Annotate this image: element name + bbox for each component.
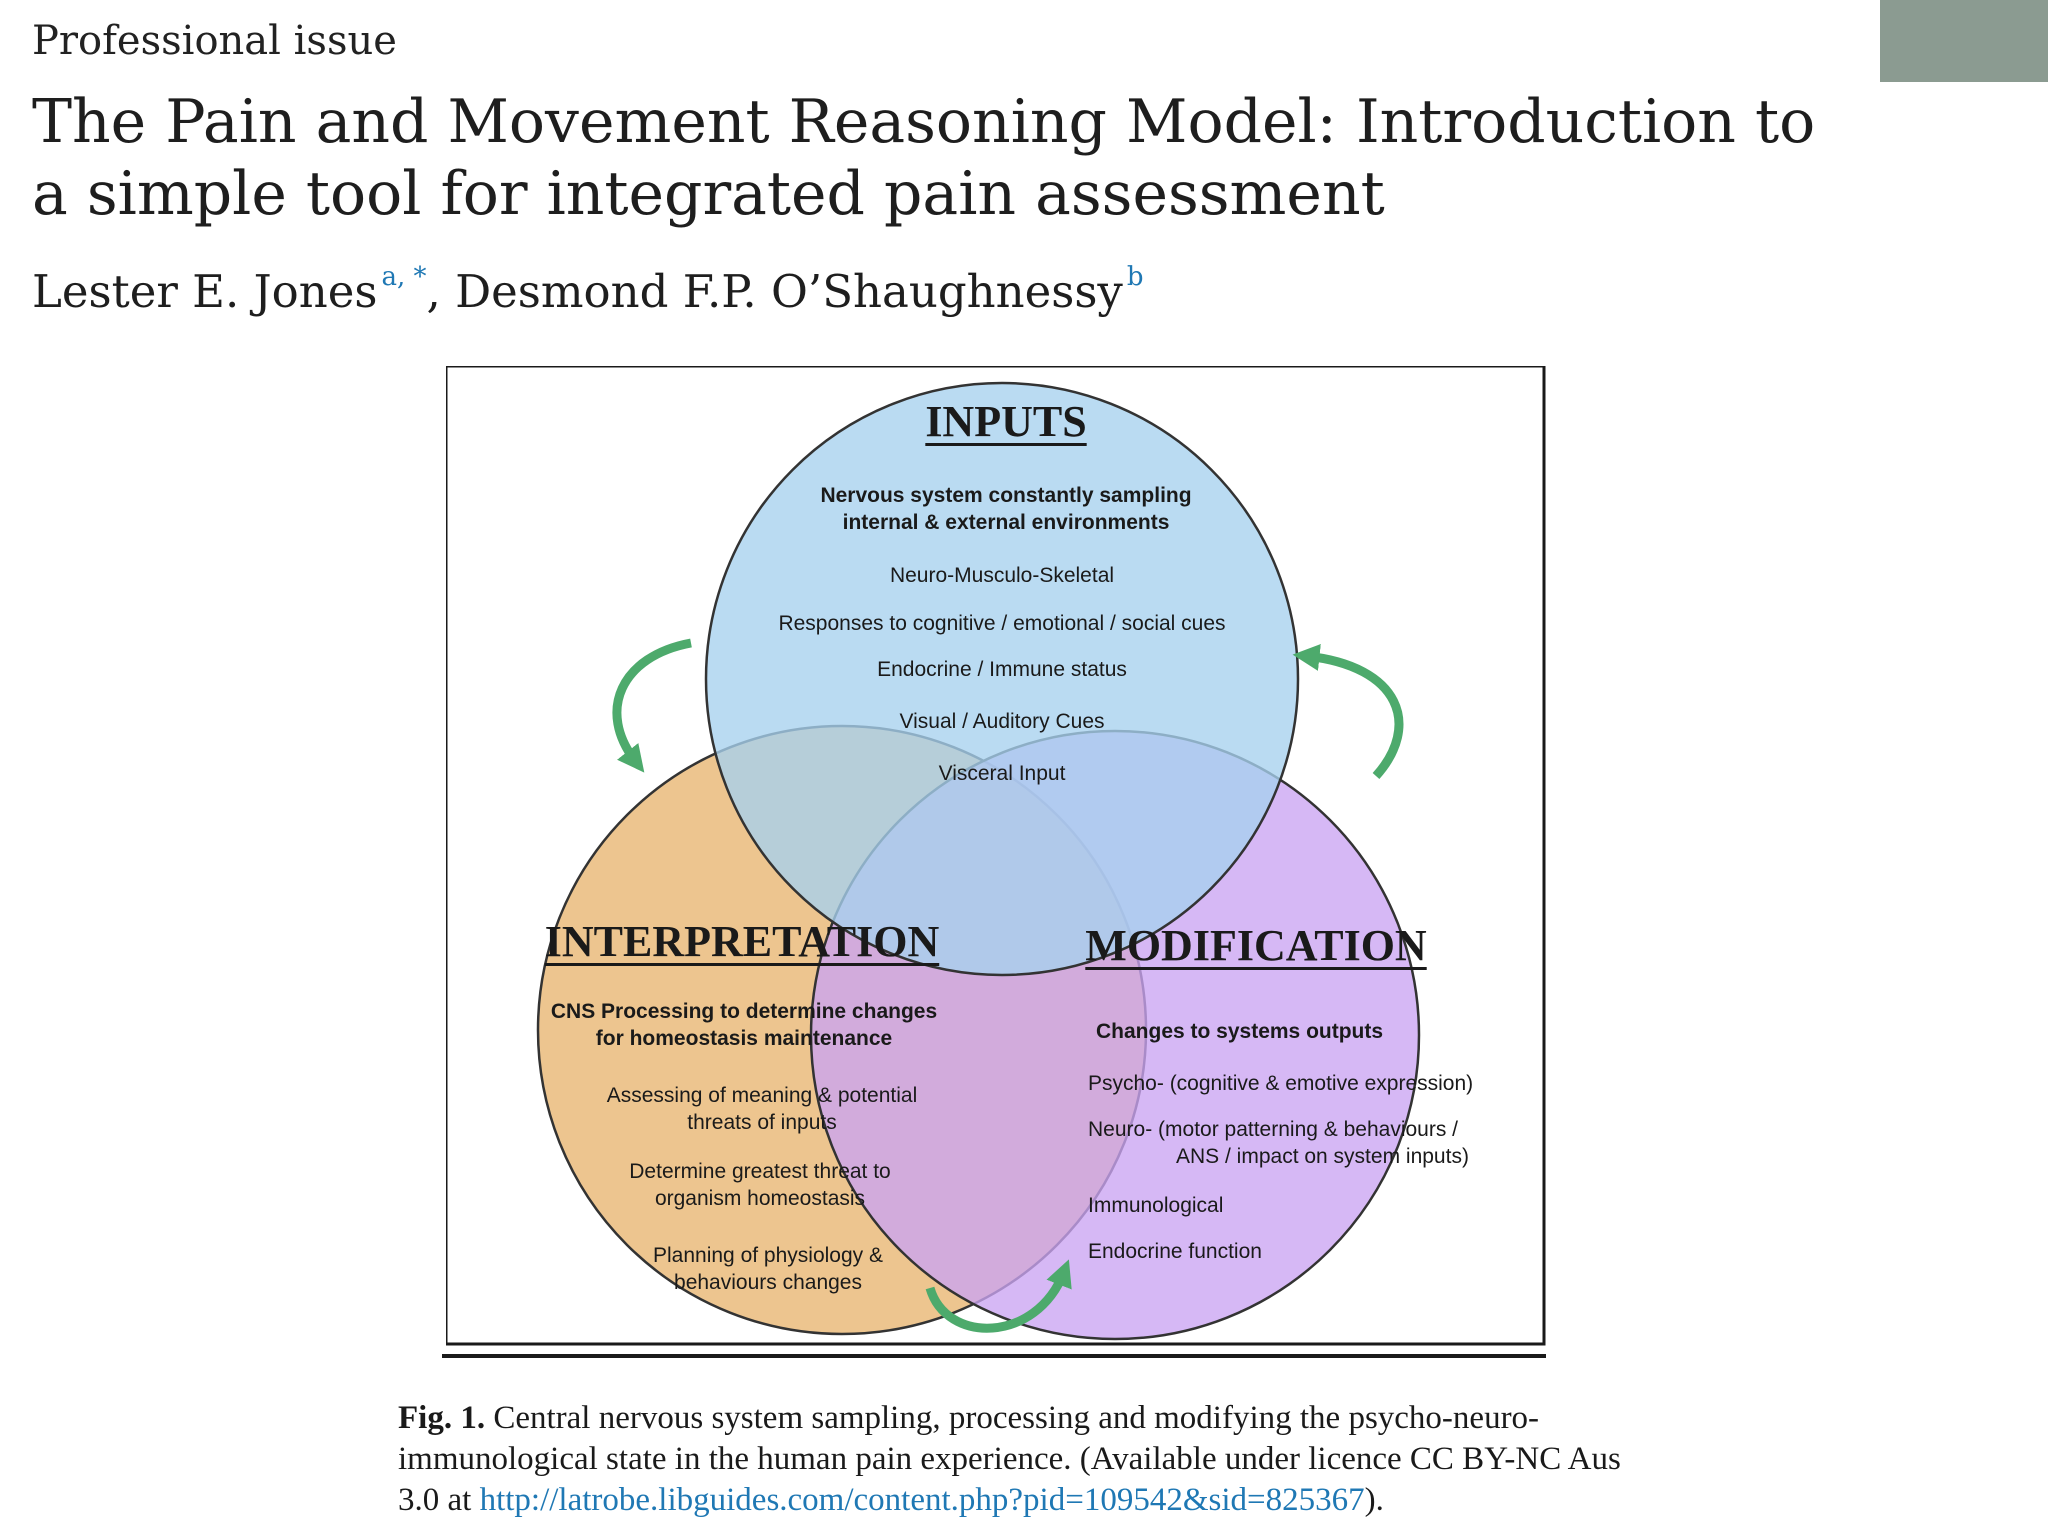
inputs-item: Responses to cognitive / emotional / soc… [778, 612, 1226, 635]
venn-diagram-figure: INPUTS Nervous system constantly samplin… [446, 366, 1546, 1346]
modification-heading: MODIFICATION [1085, 921, 1427, 970]
venn-diagram [446, 366, 1546, 1346]
author-name[interactable]: Lester E. Jones [32, 265, 378, 318]
author-name[interactable]: Desmond F.P. O’Shaughnessy [455, 265, 1123, 318]
modification-item: Neuro- (motor patterning & behaviours /A… [1088, 1118, 1469, 1168]
caption-text: Central nervous system sampling, process… [398, 1400, 1621, 1518]
modification-item: Endocrine function [1088, 1240, 1262, 1263]
cycle-arrow-icon [925, 1259, 1072, 1333]
circle-group [536, 381, 1421, 1341]
modification-subheading: Changes to systems outputs [1096, 1020, 1384, 1043]
author-affiliation[interactable]: a, * [381, 262, 427, 292]
inputs-item: Neuro-Musculo-Skeletal [889, 564, 1115, 587]
modification-item: Psycho- (cognitive & emotive expression) [1088, 1072, 1474, 1095]
section-label: Professional issue [32, 18, 397, 64]
inputs-circle [704, 381, 1300, 977]
corner-decoration [1880, 0, 2048, 82]
interpretation-heading: INTERPRETATION [544, 917, 940, 966]
inputs-heading: INPUTS [925, 397, 1087, 446]
author-affiliation[interactable]: b [1126, 262, 1144, 292]
interpretation-item: Planning of physiology &behaviours chang… [653, 1244, 883, 1294]
figure-label: Fig. 1. [398, 1400, 486, 1436]
author-separator: , [426, 265, 456, 318]
figure-divider [442, 1354, 1546, 1358]
figure-caption: Fig. 1. Central nervous system sampling,… [398, 1398, 1638, 1521]
article-title: The Pain and Movement Reasoning Model: I… [32, 87, 1816, 229]
cycle-arrow-icon [1292, 643, 1404, 780]
cycle-arrow-icon [612, 638, 692, 773]
modification-item: Immunological [1088, 1194, 1224, 1217]
inputs-item: Visual / Auditory Cues [899, 710, 1105, 733]
inputs-item: Endocrine / Immune status [877, 658, 1127, 681]
caption-link[interactable]: http://latrobe.libguides.com/content.php… [479, 1482, 1365, 1518]
inputs-item: Visceral Input [938, 762, 1066, 785]
caption-end: ). [1364, 1482, 1384, 1518]
